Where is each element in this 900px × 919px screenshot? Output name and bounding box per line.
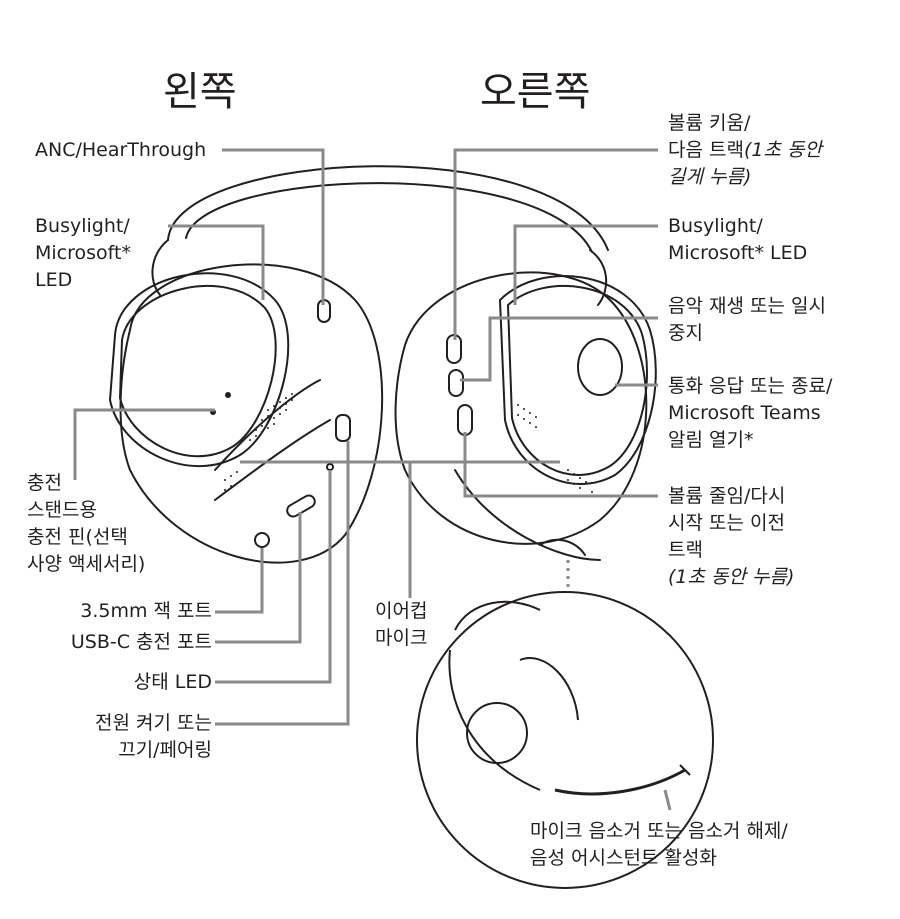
headband: [167, 165, 609, 251]
left-status-led: [326, 463, 334, 471]
busylight-left-label: Busylight/ Microsoft* LED: [35, 213, 131, 294]
charge-line3: 충전 핀(선택: [27, 526, 128, 548]
earcup-mic-line1: 이어컵: [375, 600, 428, 622]
volume-down-line3: 트랙: [668, 539, 703, 561]
mute-line2: 음성 어시스턴트 활성화: [530, 847, 717, 869]
volume-down-line2: 시작 또는 이전: [668, 512, 785, 534]
status-led-label: 상태 LED: [133, 671, 212, 693]
jack-port-label: 3.5mm 잭 포트: [80, 600, 212, 622]
left-cushion: [109, 272, 290, 467]
play-line1: 음악 재생 또는 일시: [668, 295, 826, 317]
busylight-right-label: Busylight/ Microsoft* LED: [668, 213, 807, 267]
volume-down-label: 볼륨 줄임/다시 시작 또는 이전 트랙 (1초 동안 누름): [668, 483, 794, 591]
volume-up-line2b: (1초 동안: [743, 139, 822, 161]
volume-up-line3: 길게 누름): [668, 166, 752, 188]
inset-mic-boom: [554, 768, 686, 796]
right-volume-down: [457, 404, 473, 436]
right-call-button: [577, 338, 623, 396]
left-side-heading: 왼쪽: [163, 69, 237, 115]
busylight-left-line1: Busylight/: [35, 215, 130, 237]
busylight-left-line2: Microsoft*: [35, 242, 131, 264]
play-line2: 중지: [668, 322, 703, 344]
call-line3: 알림 열기*: [668, 429, 754, 451]
busylight-right-line1: Busylight/: [668, 215, 763, 237]
inset-earcup-mic: [466, 702, 528, 764]
charge-line1: 충전: [27, 472, 62, 494]
power-line1: 전원 켜기 또는: [95, 712, 212, 734]
left-usbc-port: [286, 494, 316, 518]
volume-up-line2a: 다음 트랙: [668, 139, 744, 161]
charge-line4: 사양 액세서리): [27, 553, 146, 575]
left-power-switch: [335, 414, 351, 442]
charge-line2: 스탠드용: [27, 499, 97, 521]
usbc-port-label: USB-C 충전 포트: [70, 631, 212, 653]
right-side-heading: 오른쪽: [480, 69, 591, 115]
volume-down-line1: 볼륨 줄임/다시: [668, 485, 786, 507]
volume-up-label: 볼륨 키움/ 다음 트랙(1초 동안 길게 누름): [668, 110, 822, 191]
call-label: 통화 응답 또는 종료/ Microsoft Teams 알림 열기*: [668, 373, 832, 454]
earcup-mic-line2: 마이크: [375, 627, 428, 649]
mute-line1: 마이크 음소거 또는 음소거 해제/: [530, 820, 788, 842]
zoom-inset-circle: [416, 591, 714, 889]
busylight-left-line3: LED: [35, 269, 73, 291]
volume-down-line4: (1초 동안 누름): [668, 566, 795, 588]
busylight-right-line2: Microsoft* LED: [668, 242, 808, 264]
left-earcup-shell: [119, 263, 384, 564]
call-line1: 통화 응답 또는 종료/: [668, 375, 833, 397]
left-jack-port: [254, 532, 270, 548]
call-line2: Microsoft Teams: [668, 402, 821, 424]
charge-pin-label: 충전 스탠드용 충전 핀(선택 사양 액세서리): [27, 470, 145, 578]
right-cushion: [499, 275, 657, 485]
volume-up-line1: 볼륨 키움/: [668, 112, 751, 134]
earcup-mic-label: 이어컵 마이크: [375, 598, 427, 652]
power-label: 전원 켜기 또는 끄기/페어링: [40, 710, 212, 764]
play-pause-label: 음악 재생 또는 일시 중지: [668, 293, 826, 347]
mute-label: 마이크 음소거 또는 음소거 해제/ 음성 어시스턴트 활성화: [530, 818, 788, 872]
anc-label: ANC/HearThrough: [35, 139, 207, 161]
power-line2: 끄기/페어링: [118, 739, 212, 761]
right-play-button: [448, 369, 464, 397]
right-earcup-shell: [394, 271, 648, 545]
